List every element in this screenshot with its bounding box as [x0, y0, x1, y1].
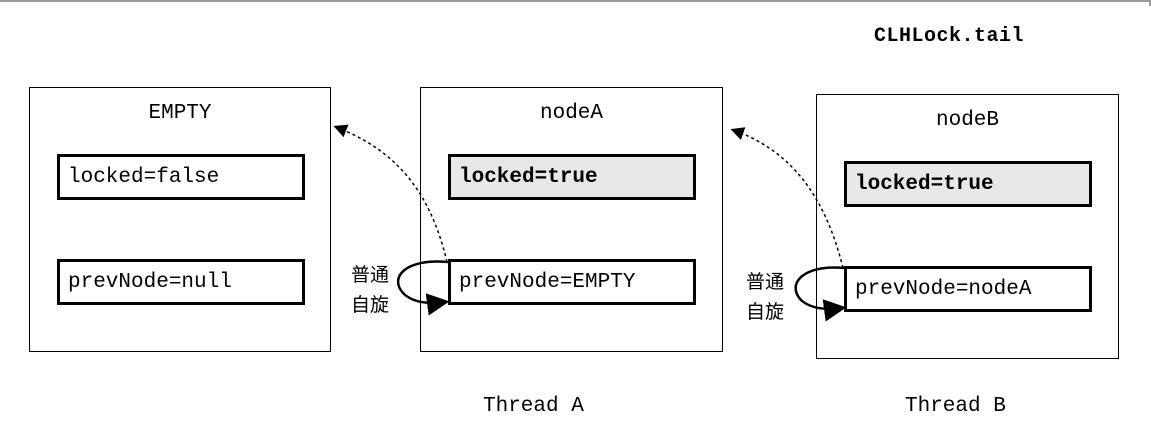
node-b-title: nodeB [935, 109, 999, 132]
node-b: nodeB locked=true prevNode=nodeA [816, 94, 1119, 359]
node-empty-locked-field: locked=false [57, 154, 305, 200]
top-divider [0, 0, 1151, 6]
spin-loop-arrow-a [397, 260, 450, 316]
clhlock-tail-label: CLHLock.tail [874, 25, 1025, 48]
node-a: nodeA locked=true prevNode=EMPTY [420, 87, 723, 352]
node-a-prevnode-field: prevNode=EMPTY [448, 259, 696, 305]
node-a-locked-field: locked=true [448, 154, 696, 200]
node-a-spin-line-2: 自旋 [350, 294, 389, 316]
prev-pointer-arrow-a [333, 124, 448, 263]
node-empty-prevnode-field: prevNode=null [57, 259, 305, 305]
node-a-spin-label: 普通 自旋 [346, 260, 394, 320]
node-a-title: nodeA [539, 102, 603, 125]
node-b-spin-label: 普通 自旋 [741, 267, 789, 327]
node-b-spin-line-2: 自旋 [745, 301, 784, 323]
thread-a-label: Thread A [483, 395, 584, 418]
node-a-spin-line-1: 普通 [350, 264, 389, 286]
prev-pointer-arrow-b [730, 127, 844, 269]
node-b-prevnode-field: prevNode=nodeA [844, 266, 1092, 312]
thread-b-label: Thread B [905, 395, 1006, 418]
node-empty: EMPTY locked=false prevNode=null [29, 87, 331, 352]
spin-loop-arrow-b [794, 266, 847, 322]
node-b-locked-field: locked=true [844, 161, 1092, 207]
node-b-spin-line-1: 普通 [745, 271, 784, 293]
node-empty-title: EMPTY [148, 102, 212, 125]
